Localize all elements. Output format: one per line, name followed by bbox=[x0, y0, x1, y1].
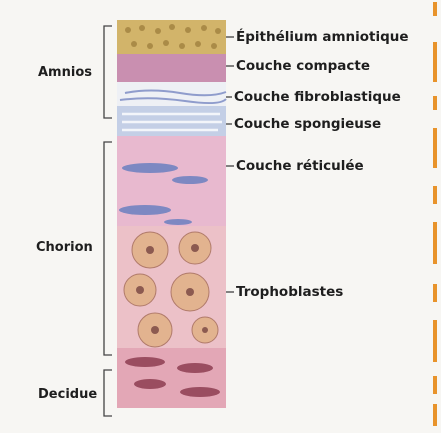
layer-decidua bbox=[117, 348, 226, 408]
label-chorion: Chorion bbox=[36, 240, 93, 255]
bracket-amnios bbox=[104, 26, 112, 118]
label-epithelium: Épithélium amniotique bbox=[236, 28, 409, 45]
label-amnios: Amnios bbox=[38, 65, 92, 80]
bracket-decidue bbox=[104, 370, 112, 416]
region-brackets bbox=[104, 26, 112, 416]
margin-bars bbox=[433, 2, 437, 426]
label-trophoblasts: Trophoblastes bbox=[236, 284, 343, 300]
layer-compact bbox=[117, 54, 226, 82]
bracket-chorion bbox=[104, 142, 112, 355]
label-fibroblast: Couche fibroblastique bbox=[234, 89, 401, 105]
leader-lines bbox=[226, 37, 234, 292]
label-compact: Couche compacte bbox=[236, 58, 370, 74]
tissue-column bbox=[117, 20, 226, 408]
label-reticular: Couche réticulée bbox=[236, 158, 364, 174]
label-spongy: Couche spongieuse bbox=[234, 116, 381, 132]
label-decidue: Decidue bbox=[38, 387, 97, 402]
